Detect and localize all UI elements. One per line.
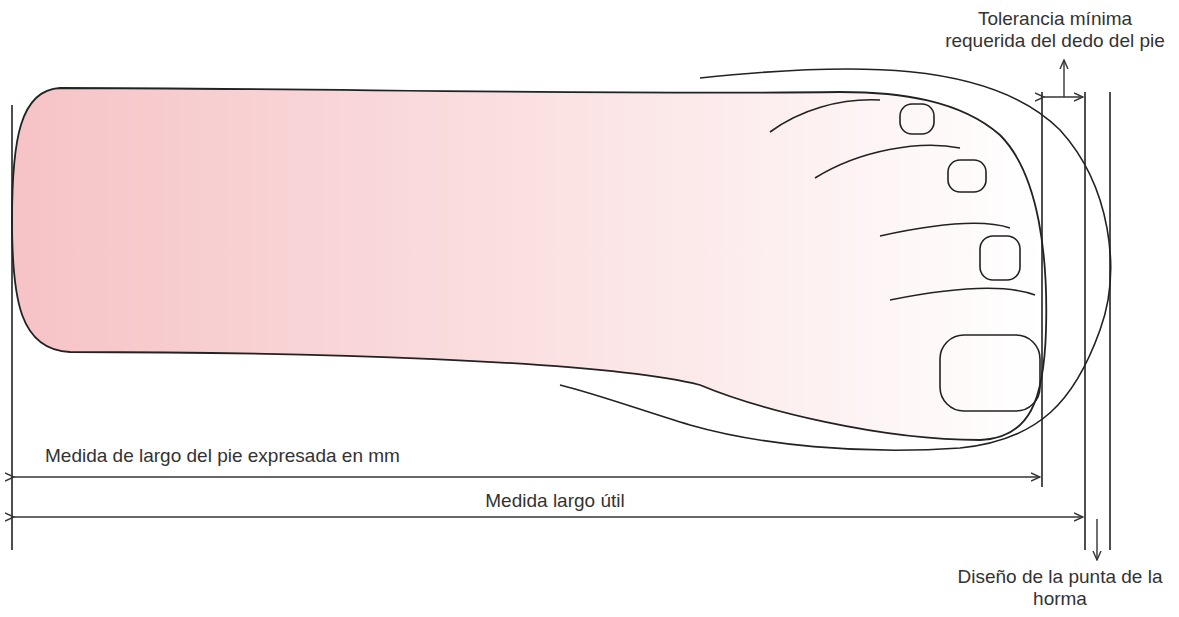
dimension-label: Medida largo útil — [482, 490, 627, 512]
dimension-label: Medida de largo del pie expresada en mm — [42, 445, 403, 467]
dimension-label: Diseño de la punta de la horma — [947, 566, 1173, 610]
dimension-label: Tolerancia mínima requerida del dedo del… — [937, 8, 1173, 52]
